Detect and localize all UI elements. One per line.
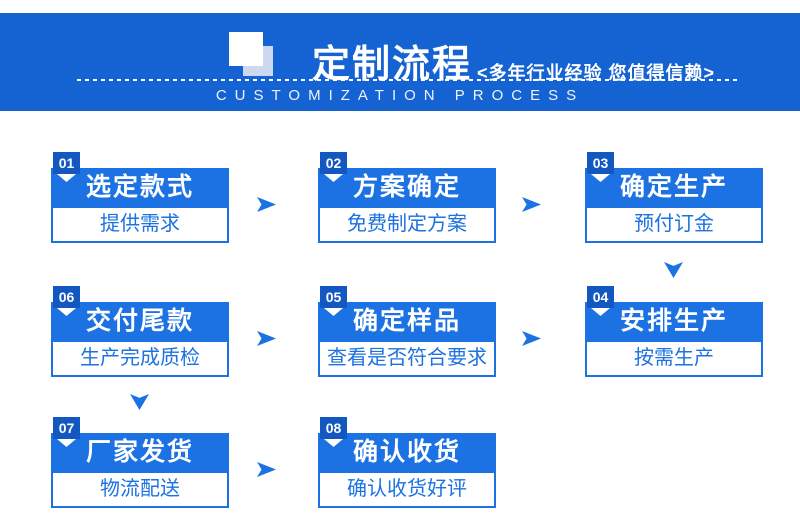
step-number: 01 bbox=[58, 155, 75, 171]
badge-notch-icon bbox=[591, 174, 610, 182]
step-number: 02 bbox=[325, 155, 342, 171]
step-number-badge: 02 bbox=[320, 152, 347, 182]
step-desc: 预付订金 bbox=[585, 206, 763, 243]
step-title: 确定生产 bbox=[585, 168, 763, 206]
arrow-right-icon bbox=[522, 197, 541, 212]
page-subtitle: <多年行业经验 您值得信赖> bbox=[477, 63, 716, 83]
step-title: 厂家发货 bbox=[51, 433, 229, 471]
step-desc: 物流配送 bbox=[51, 471, 229, 508]
step-number-badge: 04 bbox=[587, 286, 614, 316]
step-number-badge: 01 bbox=[53, 152, 80, 182]
step-number: 05 bbox=[325, 289, 342, 305]
arrow-down-icon bbox=[664, 262, 683, 278]
step-desc: 生产完成质检 bbox=[51, 340, 229, 377]
step-title: 选定款式 bbox=[51, 168, 229, 206]
step-title: 确定样品 bbox=[318, 302, 496, 340]
step-number-badge: 07 bbox=[53, 417, 80, 447]
step-title: 安排生产 bbox=[585, 302, 763, 340]
step-number-badge: 06 bbox=[53, 286, 80, 316]
step-title: 交付尾款 bbox=[51, 302, 229, 340]
header-banner: 定制流程 <多年行业经验 您值得信赖> CUSTOMIZATION PROCES… bbox=[0, 13, 800, 111]
step-number: 06 bbox=[58, 289, 75, 305]
arrow-right-icon bbox=[257, 197, 276, 212]
step-number: 07 bbox=[58, 420, 75, 436]
badge-notch-icon bbox=[57, 308, 76, 316]
badge-notch-icon bbox=[591, 308, 610, 316]
step-desc: 按需生产 bbox=[585, 340, 763, 377]
step-desc: 查看是否符合要求 bbox=[318, 340, 496, 377]
dashed-divider bbox=[77, 79, 737, 81]
square-front-icon bbox=[229, 32, 263, 66]
badge-notch-icon bbox=[324, 439, 343, 447]
step-desc: 提供需求 bbox=[51, 206, 229, 243]
arrow-right-icon bbox=[257, 462, 276, 477]
overlapping-squares-icon bbox=[229, 32, 275, 78]
badge-notch-icon bbox=[57, 174, 76, 182]
page-subtitle-english: CUSTOMIZATION PROCESS bbox=[215, 87, 585, 104]
step-number: 08 bbox=[325, 420, 342, 436]
step-title: 确认收货 bbox=[318, 433, 496, 471]
arrow-right-icon bbox=[522, 331, 541, 346]
arrow-right-icon bbox=[257, 331, 276, 346]
step-number-badge: 05 bbox=[320, 286, 347, 316]
badge-notch-icon bbox=[324, 174, 343, 182]
step-number: 04 bbox=[592, 289, 609, 305]
step-title: 方案确定 bbox=[318, 168, 496, 206]
step-number-badge: 08 bbox=[320, 417, 347, 447]
step-desc: 免费制定方案 bbox=[318, 206, 496, 243]
step-number-badge: 03 bbox=[587, 152, 614, 182]
badge-notch-icon bbox=[324, 308, 343, 316]
badge-notch-icon bbox=[57, 439, 76, 447]
step-number: 03 bbox=[592, 155, 609, 171]
step-desc: 确认收货好评 bbox=[318, 471, 496, 508]
arrow-down-icon bbox=[130, 394, 149, 410]
